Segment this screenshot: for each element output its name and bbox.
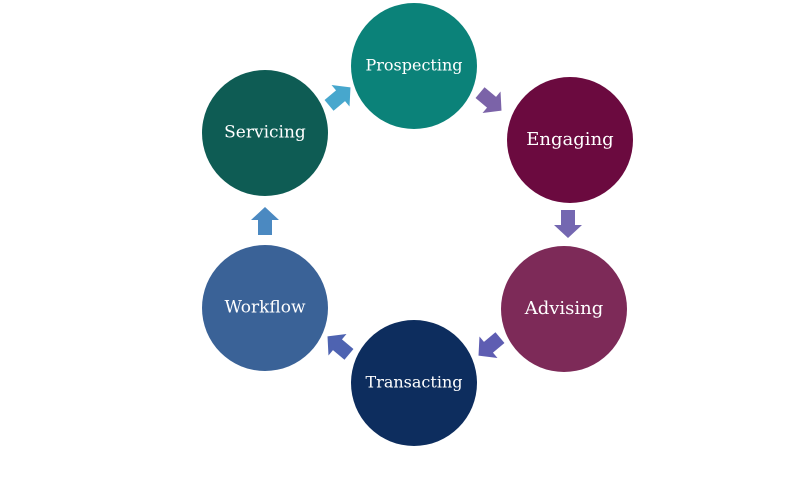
stage-workflow: Workflow bbox=[202, 245, 328, 371]
arrow-prospecting-to-engaging bbox=[475, 87, 502, 114]
stage-circle-advising bbox=[501, 246, 627, 372]
stage-circle-engaging bbox=[507, 77, 633, 203]
arrow-servicing-to-prospecting bbox=[324, 84, 351, 111]
stage-circle-workflow bbox=[202, 245, 328, 371]
connector-arrows bbox=[251, 84, 582, 360]
arrow-transacting-to-workflow bbox=[327, 333, 354, 360]
arrow-engaging-to-advising bbox=[554, 210, 582, 238]
stage-label-advising: Advising bbox=[524, 298, 604, 319]
stage-prospecting: Prospecting bbox=[351, 3, 477, 129]
arrow-advising-to-transacting bbox=[478, 332, 505, 359]
arrow-workflow-to-servicing bbox=[251, 207, 279, 235]
stage-label-engaging: Engaging bbox=[526, 129, 613, 150]
stage-servicing: Servicing bbox=[202, 70, 328, 196]
stage-circle-prospecting bbox=[351, 3, 477, 129]
stage-engaging: Engaging bbox=[507, 77, 633, 203]
stage-transacting: Transacting bbox=[351, 320, 477, 446]
stage-label-servicing: Servicing bbox=[224, 123, 306, 143]
stage-advising: Advising bbox=[501, 246, 627, 372]
stage-label-workflow: Workflow bbox=[224, 298, 306, 318]
stage-label-prospecting: Prospecting bbox=[365, 56, 462, 75]
stage-label-transacting: Transacting bbox=[366, 373, 463, 392]
stage-circle-servicing bbox=[202, 70, 328, 196]
stage-circle-transacting bbox=[351, 320, 477, 446]
